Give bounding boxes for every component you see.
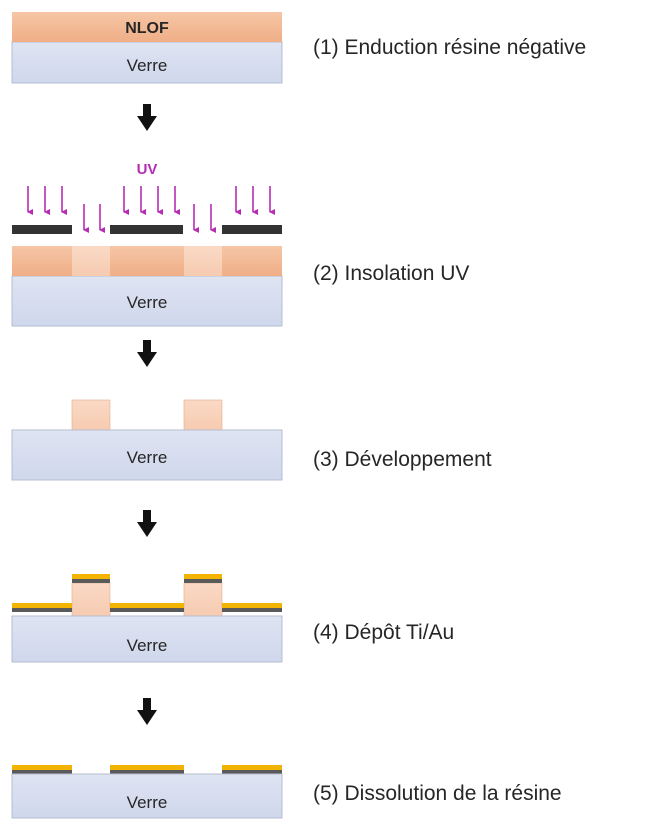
resist-pillar xyxy=(183,399,223,431)
glass-label: Verre xyxy=(127,793,168,812)
down-arrow-icon xyxy=(137,510,157,537)
down-arrow-icon xyxy=(137,104,157,131)
down-arrow-icon xyxy=(137,340,157,367)
glass-label: Verre xyxy=(127,56,168,75)
step-1-label: (1) Enduction résine négative xyxy=(313,36,586,59)
down-arrow-icon xyxy=(137,698,157,725)
resist-layer xyxy=(12,12,282,42)
resist-layer xyxy=(12,246,282,276)
step-3: Verre (3) Développement xyxy=(11,399,492,481)
resist-pillar xyxy=(71,399,111,431)
step-3-label: (3) Développement xyxy=(313,448,492,471)
step-4: Verre (4) Dépôt Ti/Au xyxy=(11,574,454,663)
glass-substrate xyxy=(11,773,283,819)
uv-label: UV xyxy=(137,161,158,178)
ti-au-pattern xyxy=(12,765,282,774)
step-2: UV Verre (2) Insolat xyxy=(11,161,469,327)
ti-au-layer xyxy=(12,574,282,612)
glass-substrate xyxy=(11,275,283,327)
step-1: NLOF Verre (1) Enduction résine négative xyxy=(11,12,586,84)
step-5: Verre (5) Dissolution de la résine xyxy=(11,765,562,819)
resist-pillar xyxy=(71,582,111,617)
glass-label: Verre xyxy=(127,636,168,655)
step-4-label: (4) Dépôt Ti/Au xyxy=(313,621,454,644)
exposed-resist-zone xyxy=(184,246,222,276)
exposed-resist-zone xyxy=(72,246,110,276)
glass-label: Verre xyxy=(127,293,168,312)
step-2-label: (2) Insolation UV xyxy=(313,262,469,285)
uv-arrows xyxy=(27,186,275,233)
glass-substrate xyxy=(11,429,283,481)
glass-substrate xyxy=(11,615,283,663)
step-5-label: (5) Dissolution de la résine xyxy=(313,782,562,805)
photomask xyxy=(12,225,282,234)
resist-pillar xyxy=(183,582,223,617)
resist-label: NLOF xyxy=(125,20,169,37)
glass-substrate xyxy=(11,41,283,84)
glass-label: Verre xyxy=(127,448,168,467)
